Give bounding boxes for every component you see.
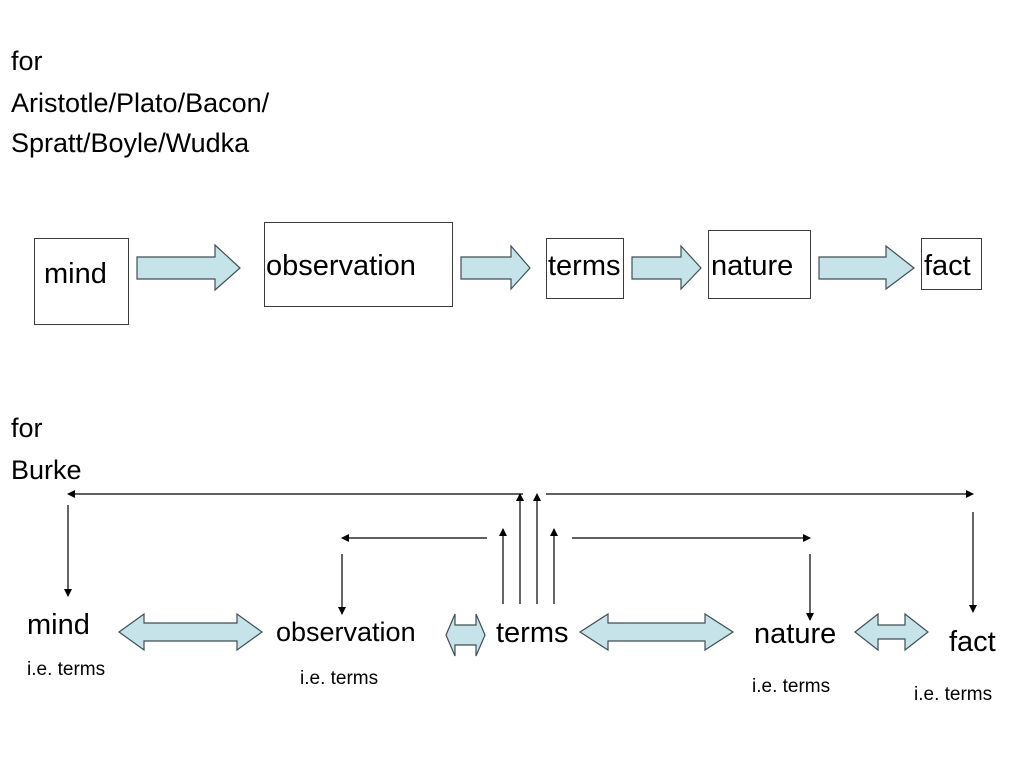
bottom-mind-ie: i.e. terms xyxy=(27,659,106,680)
top-observation-box xyxy=(264,222,453,307)
top-terms-label: terms xyxy=(548,250,621,282)
top-nature-box xyxy=(708,230,811,299)
bottom-arrow-observation-terms xyxy=(445,613,486,657)
bottom-fact-ie: i.e. terms xyxy=(914,684,993,705)
bottom-mind-label: mind xyxy=(27,609,90,641)
bottom-terms-label: terms xyxy=(496,617,569,649)
top-mind-box xyxy=(34,238,129,325)
top-arrow-nature-fact xyxy=(818,244,915,291)
top-terms-box xyxy=(546,238,624,299)
bottom-arrow-mind-observation xyxy=(117,612,264,652)
top-heading-line-1: for xyxy=(11,46,43,76)
top-arrow-terms-nature xyxy=(631,244,702,291)
bottom-fact-label: fact xyxy=(949,626,996,658)
top-fact-box xyxy=(921,238,982,290)
top-mind-label: mind xyxy=(44,258,107,290)
top-nature-label: nature xyxy=(711,250,794,282)
bottom-observation-label: observation xyxy=(276,617,416,647)
top-arrow-observation-terms xyxy=(460,244,531,291)
bottom-heading-line-2: Burke xyxy=(11,455,82,485)
bottom-nature-ie: i.e. terms xyxy=(752,676,831,697)
bottom-heading-line-1: for xyxy=(11,413,43,443)
bottom-observation-ie: i.e. terms xyxy=(300,668,379,689)
top-arrow-mind-observation xyxy=(136,243,241,292)
bottom-nature-label: nature xyxy=(754,618,837,650)
top-observation-label: observation xyxy=(266,250,416,282)
top-heading-line-3: Spratt/Boyle/Wudka xyxy=(11,128,250,158)
top-heading-line-2: Aristotle/Plato/Bacon/ xyxy=(11,88,270,118)
bottom-arrow-terms-nature xyxy=(578,612,735,652)
bottom-arrow-nature-fact xyxy=(854,612,929,652)
top-fact-label: fact xyxy=(924,250,971,282)
